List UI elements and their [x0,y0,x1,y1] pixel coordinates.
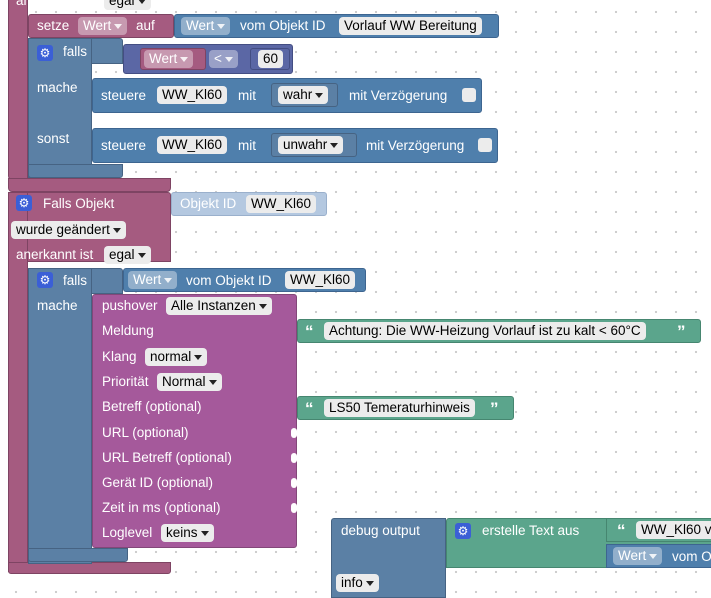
betreff-label: Betreff (optional) [102,399,202,414]
url-label: URL (optional) [102,425,189,440]
klang-dropdown[interactable]: normal [145,348,208,366]
debug-text-field[interactable]: WW_Kl60 v [636,521,711,539]
delay-label-2: mit Verzögerung [366,138,465,153]
objekt-id-label: Objekt ID [180,196,237,211]
zeit-label: Zeit in ms (optional) [102,500,221,515]
prio-dropdown[interactable]: Normal [157,373,222,391]
erstelle-label: erstelle Text aus [482,523,580,538]
pushover-title: pushover [102,298,158,313]
delay-label-1: mit Verzögerung [349,88,448,103]
trigger-title: Falls Objekt [43,196,115,211]
operator-dropdown[interactable]: < [209,50,238,68]
if2-object-field[interactable]: WW_Kl60 [285,271,356,289]
steuere-label-2: steuere [101,138,147,153]
debug-title: debug output [341,523,420,538]
instance-dropdown[interactable]: Alle Instanzen [166,297,272,315]
input-notch [291,478,297,488]
open-quote-icon: “ [305,322,314,341]
vom-objekt-label: vom Objekt ID [240,18,326,33]
anerkannt-dropdown-top[interactable]: egal [104,0,151,10]
steuere-object-field-1[interactable]: WW_Kl60 [157,86,228,104]
gear-icon[interactable]: ⚙ [37,45,53,61]
close-quote-icon: ” [490,399,499,418]
input-notch [291,503,297,513]
delay-checkbox-2[interactable] [478,138,492,152]
auf-label: auf [136,18,155,33]
steuere-object-field-2[interactable]: WW_Kl60 [157,136,228,154]
changed-dropdown[interactable]: wurde geändert [11,221,126,239]
loglevel-label: Loglevel [102,525,153,540]
url-betreff-label: URL Betreff (optional) [102,450,232,465]
betreff-text-field[interactable]: LS50 Temeraturhinweis [324,399,475,417]
mit-label-1: mit [238,88,256,103]
trigger-object-field[interactable]: WW_Kl60 [246,195,317,213]
input-notch [291,428,297,438]
debug-level-dropdown[interactable]: info [336,574,379,592]
bool-dropdown-1[interactable]: wahr [278,86,329,104]
open-quote-icon: “ [305,399,314,418]
setze-block[interactable] [28,14,174,38]
delay-checkbox-1[interactable] [462,88,476,102]
compare-var-dropdown[interactable]: Wert [144,50,194,68]
objekt-id-field[interactable]: Vorlauf WW Bereitung [339,17,482,35]
open-quote-icon: “ [617,521,626,540]
pushover-block[interactable] [92,294,297,548]
number-field[interactable]: 60 [258,50,284,68]
klang-label: Klang [102,349,137,364]
bool-dropdown-2[interactable]: unwahr [278,136,344,154]
steuere-label-1: steuere [101,88,147,103]
prio-label: Priorität [102,374,149,389]
setze-variable-dropdown[interactable]: Wert [78,17,128,35]
mache-label: mache [37,80,78,95]
anerkannt-dropdown[interactable]: egal [104,246,151,264]
mit-label-2: mit [238,138,256,153]
mache-label-2: mache [37,298,78,313]
gear-icon[interactable]: ⚙ [455,523,471,539]
meldung-label: Meldung [102,323,154,338]
input-notch [291,453,297,463]
falls-label: falls [63,44,88,59]
close-quote-icon: ” [677,322,686,341]
meldung-text-field[interactable]: Achtung: Die WW-Heizung Vorlauf ist zu k… [324,322,646,340]
debug-get-value-block[interactable] [606,544,711,568]
anerkannt-label: anerkannt ist [16,247,94,262]
if-block-1-footer[interactable] [28,164,123,178]
falls-label-2: falls [63,273,88,288]
gear-icon[interactable]: ⚙ [16,195,32,211]
debug-prop-dropdown[interactable]: Wert [613,547,663,565]
sonst-label: sonst [37,131,70,146]
compare-var-block[interactable] [140,48,206,70]
setze-label: setze [37,18,70,33]
debug-vom-label: vom O [672,549,711,564]
event-block-top-footer[interactable] [8,178,171,192]
if2-prop-dropdown[interactable]: Wert [128,271,178,289]
anerkannt-label-top: anerkannt ist [16,0,94,8]
event-block-top[interactable] [8,0,28,180]
setze-prop-dropdown[interactable]: Wert [181,17,231,35]
geraet-label: Gerät ID (optional) [102,475,214,490]
if-block-2-body[interactable] [28,268,92,564]
if-block-1-body[interactable] [28,38,92,178]
loglevel-dropdown[interactable]: keins [161,524,214,542]
vom-objekt-label-2: vom Objekt ID [186,273,272,288]
if-block-2-footer[interactable] [28,548,128,562]
gear-icon[interactable]: ⚙ [37,272,53,288]
